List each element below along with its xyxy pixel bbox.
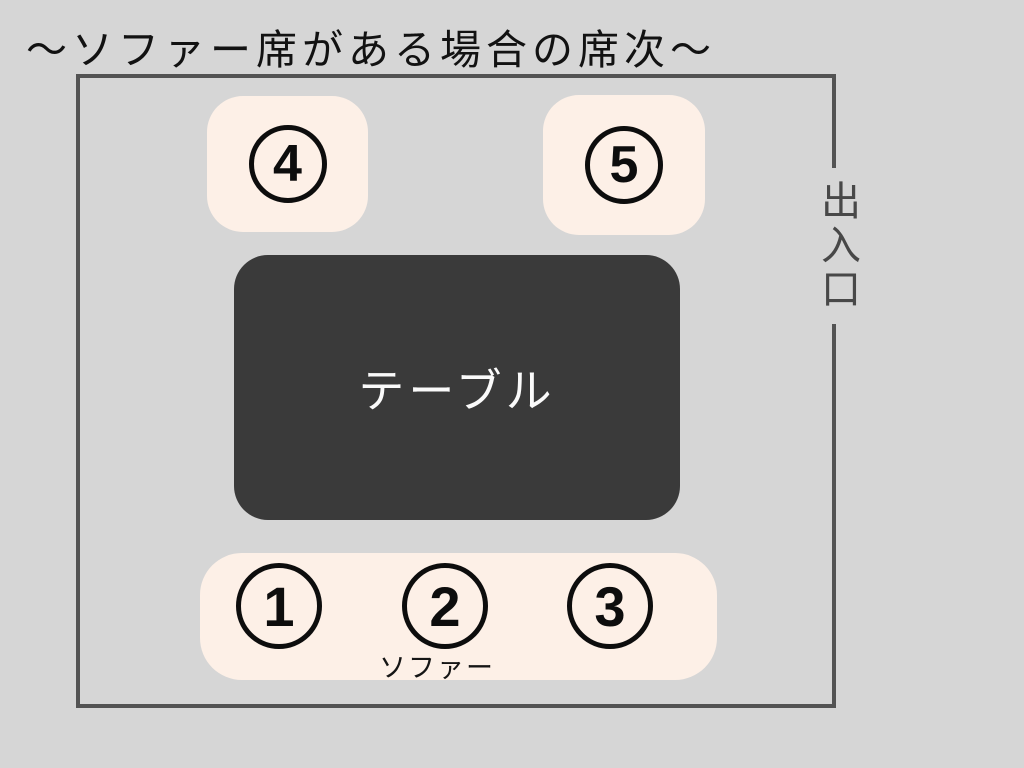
seat-5-number: 5: [609, 136, 639, 194]
entrance-label: 出入口: [811, 168, 863, 324]
seat-3-number: 3: [594, 574, 626, 638]
page-title: 〜ソファー席がある場合の席次〜: [26, 27, 716, 73]
seat-4: 4: [207, 96, 368, 232]
table-label: テーブル: [358, 364, 556, 417]
seat-1-number-badge: 1: [236, 563, 322, 649]
seat-4-number: 4: [273, 135, 302, 193]
seat-1-number: 1: [263, 574, 295, 638]
room-outline: [76, 74, 836, 708]
seat-5-number-badge: 5: [585, 126, 663, 204]
seat-3-number-badge: 3: [567, 563, 653, 649]
table: テーブル: [234, 255, 680, 520]
seat-4-number-badge: 4: [248, 125, 327, 203]
seat-2-number-badge: 2: [402, 563, 488, 649]
seat-5: 5: [543, 95, 705, 235]
seat-2-number: 2: [429, 574, 461, 638]
sofa-label: ソファー: [379, 653, 495, 683]
sofa: 1 2 3 ソファー: [200, 553, 717, 683]
